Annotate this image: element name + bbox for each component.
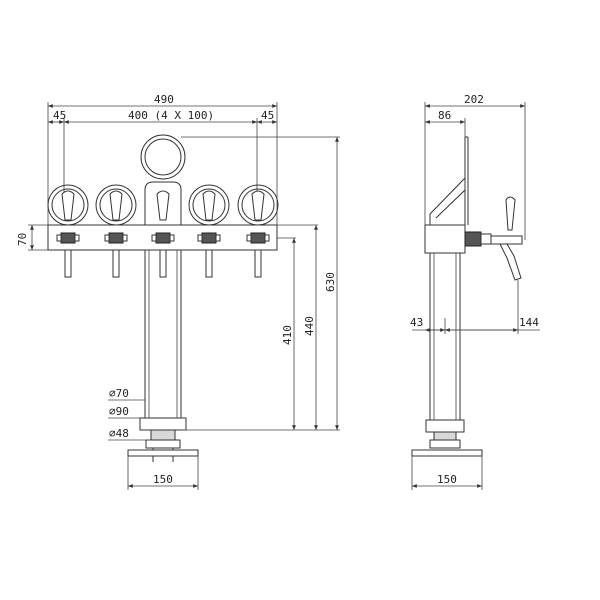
side-view: 202 86	[410, 93, 540, 490]
side-faucet	[464, 196, 523, 281]
diameter-labels: ⌀70 ⌀90 ⌀48	[108, 387, 151, 441]
faucets	[56, 232, 270, 278]
dim-tap-spacing: 45 400 (4 X 100) 45	[48, 109, 277, 200]
label-144: 144	[519, 316, 539, 329]
dim-heights: 410 440 630	[181, 136, 340, 431]
label-202: 202	[464, 93, 484, 106]
tap-handles	[61, 190, 265, 221]
base-plate	[127, 449, 199, 457]
label-630: 630	[324, 272, 337, 292]
dim-depth-86: 86	[425, 109, 466, 225]
label-86: 86	[438, 109, 451, 122]
label-150-side: 150	[437, 473, 457, 486]
label-45-right: 45	[261, 109, 274, 122]
side-base-plate	[411, 449, 483, 457]
side-medallion-plate	[429, 136, 469, 225]
front-view: 490 45 400 (4 X 100) 45	[16, 93, 340, 490]
dim-box-height: 70	[16, 224, 48, 251]
label-440: 440	[303, 316, 316, 336]
label-400: 400 (4 X 100)	[128, 109, 214, 122]
dim-base-width: 150	[127, 456, 199, 490]
label-490: 490	[154, 93, 174, 106]
side-box	[424, 224, 466, 254]
dim-43-144: 43 144	[410, 280, 540, 334]
label-dia-90: ⌀90	[109, 405, 129, 418]
center-holder	[144, 181, 182, 225]
label-43: 43	[410, 316, 423, 329]
dim-side-base-width: 150	[411, 456, 483, 490]
side-column	[425, 253, 465, 449]
column	[139, 250, 187, 462]
label-45-left: 45	[53, 109, 66, 122]
label-410: 410	[281, 325, 294, 345]
label-150-front: 150	[153, 473, 173, 486]
top-medallion	[140, 134, 186, 180]
tap-medallions	[47, 184, 279, 226]
label-dia-70: ⌀70	[109, 387, 129, 400]
label-dia-48: ⌀48	[109, 427, 129, 440]
label-70: 70	[16, 233, 29, 246]
